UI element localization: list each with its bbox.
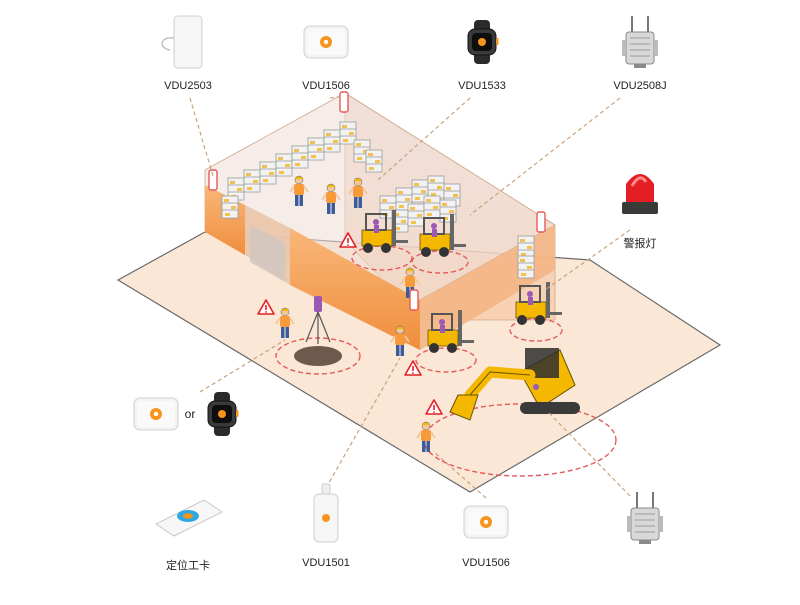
device-label-vdu1506-bottom: VDU1506 <box>462 557 510 569</box>
device-label-vdu1501: VDU1501 <box>302 557 350 569</box>
device-label-vdu1506-top: VDU1506 <box>302 80 350 92</box>
pendant-tag-icon <box>313 483 339 543</box>
anchor-tag-3 <box>536 211 546 233</box>
shelf-left-wall <box>221 195 239 219</box>
leader-lines <box>189 95 631 499</box>
square-tag-icon-bottom <box>463 505 509 539</box>
excavator <box>449 348 580 421</box>
building-front-wall <box>290 228 420 350</box>
shelf-right <box>517 235 535 279</box>
device-label-badge: 定位工卡 <box>166 560 210 572</box>
forklift-zone-3 <box>415 347 477 373</box>
device-label-vdu2508j: VDU2508J <box>613 80 667 92</box>
smart-watch-icon-left <box>207 391 239 437</box>
site-floor <box>116 231 722 493</box>
forklift-zone-1 <box>351 245 413 271</box>
badge-card-icon <box>155 499 223 537</box>
building-inner-door <box>250 225 285 282</box>
power-bank-tag-icon <box>161 15 203 69</box>
manhole <box>294 346 342 366</box>
gateway-antenna-icon <box>621 15 659 69</box>
square-tag-icon-left <box>133 397 179 431</box>
tripod-beacon <box>305 296 331 344</box>
anchor-tag-2 <box>208 169 218 191</box>
anchor-tag-1 <box>339 91 349 113</box>
smart-watch-icon <box>467 19 499 65</box>
device-label-vdu2503: VDU2503 <box>164 80 212 92</box>
device-label-vdu1533: VDU1533 <box>458 80 506 92</box>
gateway-antenna-icon-bottom <box>626 491 664 545</box>
device-label-alarm: 警报灯 <box>623 238 657 250</box>
anchor-tag-4 <box>409 289 419 311</box>
square-tag-icon <box>303 25 349 59</box>
or-connector: or <box>184 407 196 421</box>
alarm-light-icon <box>622 174 658 214</box>
